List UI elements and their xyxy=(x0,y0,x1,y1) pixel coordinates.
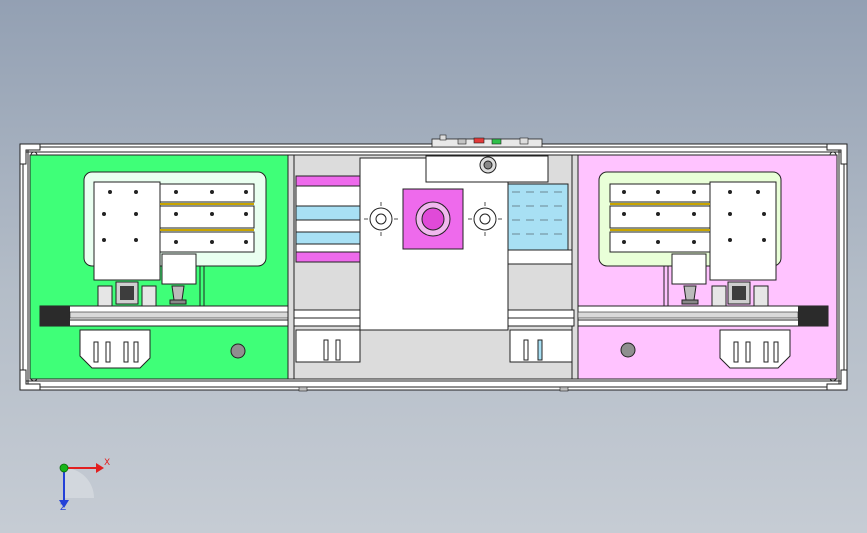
indicator-lights-icon[interactable] xyxy=(431,134,543,148)
axis-x-label: X xyxy=(104,458,111,468)
right-station[interactable] xyxy=(577,154,838,380)
coordinate-triad xyxy=(59,463,104,508)
axis-z-label: Z xyxy=(60,503,67,513)
left-station[interactable] xyxy=(29,154,291,380)
axis-y-marker xyxy=(59,463,69,473)
bottom-fasteners xyxy=(298,386,569,392)
mount-hole-icon xyxy=(620,342,636,358)
mount-hole-icon xyxy=(230,343,246,359)
center-module[interactable] xyxy=(287,154,579,380)
